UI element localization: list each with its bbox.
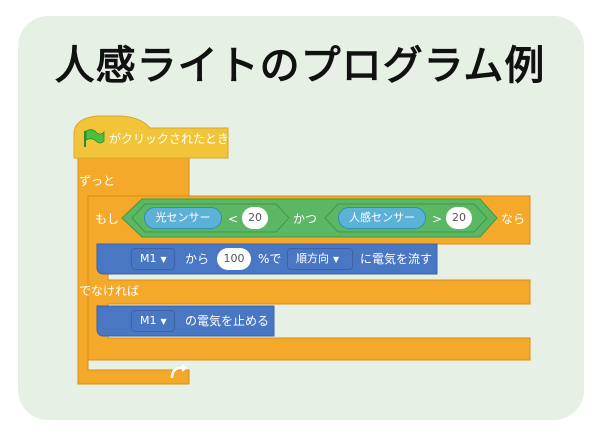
motor-off-select-value: M1 [140,314,157,327]
forever-label: ずっと [79,174,116,188]
chevron-down-icon: ▼ [160,317,167,326]
motor-on-suffix: に電気を流す [360,252,433,266]
light-threshold-input[interactable]: 20 [242,207,268,229]
motor-off-select-dropdown[interactable]: M1▼ [131,310,175,332]
hat-label: がクリックされたとき [109,132,230,146]
greater-than-symbol: > [432,212,443,226]
and-label: かつ [293,212,318,226]
forever-block[interactable] [77,157,190,385]
direction-value: 順方向 [296,252,329,265]
chevron-down-icon: ▼ [333,255,340,264]
else-label: でなければ [79,284,140,298]
motion-threshold-input[interactable]: 20 [446,207,472,229]
when-flag-clicked-block[interactable] [73,115,229,159]
if-label: もし [95,212,120,226]
motor-select-dropdown[interactable]: M1▼ [131,248,175,270]
page-title: 人感ライトのプログラム例 [54,43,546,89]
then-label: なら [501,212,526,226]
less-than-symbol: < [228,212,239,226]
loop-arrow-icon [170,364,188,379]
light-sensor-reporter[interactable]: 光センサー [144,207,222,229]
motor-select-value: M1 [140,252,157,265]
green-flag-icon [84,129,105,147]
percent-label: %で [258,252,282,266]
motor-off-suffix: の電気を止める [185,314,270,328]
speed-input[interactable]: 100 [217,248,251,270]
motion-sensor-reporter[interactable]: 人感センサー [338,207,426,229]
direction-dropdown[interactable]: 順方向 ▼ [287,248,353,270]
from-label: から [185,252,210,266]
chevron-down-icon: ▼ [160,255,167,264]
